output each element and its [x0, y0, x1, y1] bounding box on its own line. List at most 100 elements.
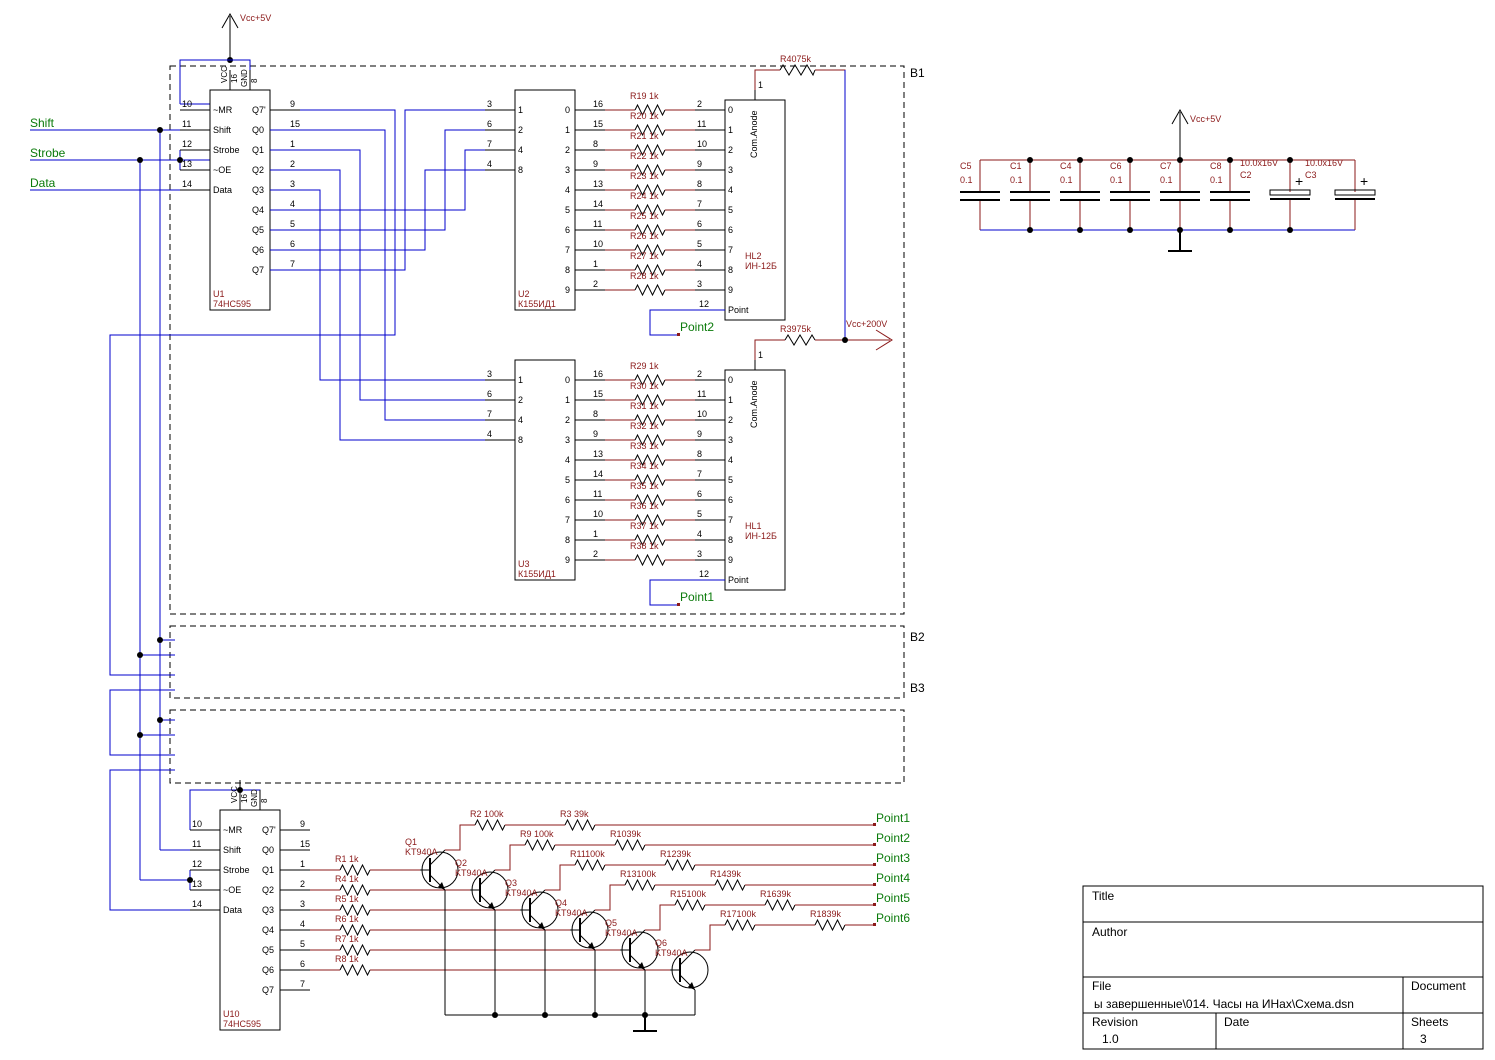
u3-in-num: 7	[487, 409, 492, 419]
transistor-part: KT940A	[505, 888, 538, 898]
junction	[157, 127, 163, 133]
junction	[492, 1012, 498, 1018]
u2-out-num: 10	[593, 239, 603, 249]
collector-resistor	[474, 818, 506, 832]
capacitor-plate	[1334, 189, 1376, 196]
base-resistor	[339, 883, 371, 897]
resistor-label: R21 1k	[630, 131, 659, 141]
capacitor-value: 0.1	[1160, 175, 1173, 185]
transistor-ref: Q6	[655, 938, 667, 948]
u2-in-name: 4	[518, 145, 523, 155]
transistor-arrow	[538, 922, 545, 930]
u3-part: К155ИД1	[518, 569, 556, 579]
u1-right-pin-name: Q7'	[252, 105, 266, 115]
block-b3-label: B3	[910, 681, 925, 695]
collector-wire	[445, 824, 475, 851]
transistor-part: KT940A	[405, 847, 438, 857]
u3-in-name: 1	[518, 375, 523, 385]
hl2-pin-name: 2	[728, 145, 733, 155]
r40-label: R4075k	[780, 54, 812, 64]
point1-pin	[677, 603, 680, 606]
u1-gnd-text: GND	[240, 69, 249, 87]
u3-out-name: 0	[565, 375, 570, 385]
u2-out-num: 8	[593, 139, 598, 149]
u1-right-pin-num: 6	[290, 239, 295, 249]
collector-resistor	[814, 918, 846, 932]
title-label: Title	[1092, 889, 1115, 903]
collector-resistor-label: R15100k	[670, 889, 707, 899]
u2-out-name: 9	[565, 285, 570, 295]
hl1-pin-num: 11	[697, 389, 706, 399]
hl2-ref: HL2	[745, 251, 762, 261]
transistor-arrow	[438, 882, 445, 890]
transistor-ref: Q4	[555, 898, 567, 908]
resistor	[634, 183, 666, 197]
point-pin	[873, 823, 876, 826]
hl1-point-name: Point	[728, 575, 749, 585]
resistor-label: R19 1k	[630, 91, 659, 101]
u1-right-pin-num: 9	[290, 99, 295, 109]
u1-right-pin-name: Q1	[252, 145, 264, 155]
collector-resistor	[664, 858, 696, 872]
hl1-pin-name: 5	[728, 475, 733, 485]
u1-right-pin-num: 3	[290, 179, 295, 189]
hl2-pin-num: 7	[697, 199, 702, 209]
u10-right-pin-name: Q2	[262, 885, 274, 895]
point-label-right: Point4	[876, 871, 910, 885]
resistor-label: R25 1k	[630, 211, 659, 221]
hl2-pin-num: 5	[697, 239, 702, 249]
capacitor-ref: C8	[1210, 161, 1222, 171]
junction	[1227, 227, 1233, 233]
collector-resistor	[614, 838, 646, 852]
u10-left-pin-name: ~MR	[223, 825, 243, 835]
resistor	[634, 493, 666, 507]
u2-out-name: 5	[565, 205, 570, 215]
u3-in-name: 2	[518, 395, 523, 405]
resistor	[634, 243, 666, 257]
collector-resistor	[724, 918, 756, 932]
u1-body	[209, 89, 271, 311]
hl1-point-num: 12	[699, 569, 709, 579]
hl2-pin-num: 8	[697, 179, 702, 189]
resistor-label: R35 1k	[630, 481, 659, 491]
u1-left-pin-name: Data	[213, 185, 232, 195]
capacitor-ref: C1	[1010, 161, 1022, 171]
u3-out-num: 16	[593, 369, 603, 379]
hl1-pin-num: 2	[697, 369, 702, 379]
hl1-pin-num: 3	[697, 549, 702, 559]
u10-right-pin-num: 9	[300, 819, 305, 829]
document-label: Document	[1411, 979, 1466, 993]
u2-out-name: 2	[565, 145, 570, 155]
u2-out-num: 9	[593, 159, 598, 169]
junction	[1077, 227, 1083, 233]
transistor-ref: Q2	[455, 858, 467, 868]
u10-left-pin-num: 14	[192, 899, 202, 909]
hl1-pin-name: 4	[728, 455, 733, 465]
transistor-collector	[579, 909, 596, 926]
hl1-pin-num: 10	[697, 409, 707, 419]
collector-resistor	[524, 838, 556, 852]
u10-right-pin-num: 7	[300, 979, 305, 989]
u10-right-pin-name: Q5	[262, 945, 274, 955]
capacitor-ref: C2	[1240, 170, 1252, 180]
transistor-collector	[429, 849, 446, 866]
transistor-ref: Q5	[605, 918, 617, 928]
capacitor-value: 0.1	[960, 175, 973, 185]
title-block-frame	[1082, 885, 1484, 1050]
transistor-arrow	[688, 982, 695, 990]
hl1-pin-num: 5	[697, 509, 702, 519]
resistor-label: R28 1k	[630, 271, 659, 281]
junction	[542, 1012, 548, 1018]
u10-left-pin-num: 10	[192, 819, 202, 829]
u2-out-num: 14	[593, 199, 603, 209]
u1-part: 74HC595	[213, 299, 251, 309]
resistor-label: R26 1k	[630, 231, 659, 241]
u10-right-pin-num: 1	[300, 859, 305, 869]
u3-out-num: 2	[593, 549, 598, 559]
resistor-label: R20 1k	[630, 111, 659, 121]
u1-right-pin-name: Q0	[252, 125, 264, 135]
collector-resistor-label: R1039k	[610, 829, 642, 839]
